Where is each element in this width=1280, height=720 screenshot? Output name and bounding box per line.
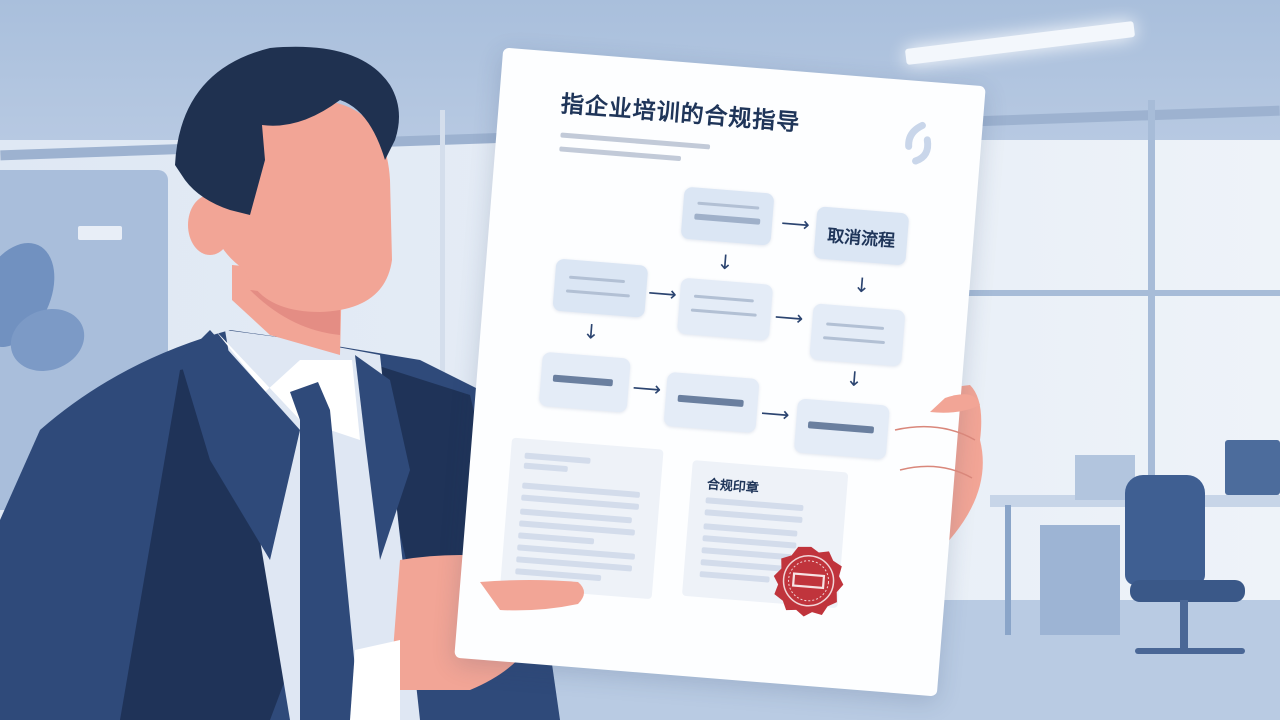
- wax-seal-icon: [773, 546, 844, 617]
- arrow-right-icon: ⟶: [780, 210, 811, 237]
- arrow-down-icon: ↓: [715, 249, 735, 275]
- text-panel: [500, 437, 664, 600]
- window-frame: [960, 290, 1280, 296]
- arrow-right-icon: ⟶: [647, 280, 678, 307]
- flow-box-label: 取消流程: [826, 226, 896, 252]
- flow-box-bottom-center[interactable]: [663, 371, 760, 434]
- flow-box-mid-center[interactable]: [676, 277, 774, 341]
- arrow-right-icon: ⟶: [631, 375, 663, 402]
- document-title: 指企业培训的合规指导: [559, 91, 802, 137]
- document-subtitle-line: [560, 132, 711, 150]
- desk-cabinet: [1040, 525, 1120, 635]
- office-chair-seat: [1130, 580, 1245, 602]
- flow-box-bottom-left[interactable]: [538, 351, 631, 413]
- arrow-right-icon: ⟶: [773, 304, 805, 331]
- document-subtitle-line: [559, 146, 682, 162]
- arrow-down-icon: ↓: [844, 366, 864, 392]
- arrow-down-icon: ↓: [581, 318, 601, 345]
- poster-label: [78, 226, 122, 240]
- arrow-down-icon: ↓: [852, 272, 872, 298]
- flow-box-top-center[interactable]: [680, 186, 775, 246]
- flow-box-mid-left[interactable]: [552, 258, 649, 318]
- office-chair-base: [1135, 648, 1245, 654]
- office-chair-pole: [1180, 600, 1188, 650]
- flow-box-mid-right[interactable]: [809, 303, 906, 367]
- flow-box-bottom-right[interactable]: [793, 398, 890, 460]
- window-frame: [1148, 100, 1155, 570]
- monitor: [1225, 440, 1280, 495]
- office-chair-back: [1125, 475, 1205, 585]
- swirl-logo-icon: [905, 121, 932, 165]
- arrow-right-icon: ⟶: [759, 400, 791, 427]
- flow-box-cancel-process[interactable]: 取消流程: [813, 206, 910, 266]
- window-frame: [440, 110, 445, 430]
- seal-panel-title: 合规印章: [706, 477, 760, 497]
- compliance-document[interactable]: 指企业培训的合规指导 ⟶ 取消流程 ↓ ↓ ⟶ ⟶: [454, 47, 986, 697]
- desk-leg: [1005, 505, 1011, 635]
